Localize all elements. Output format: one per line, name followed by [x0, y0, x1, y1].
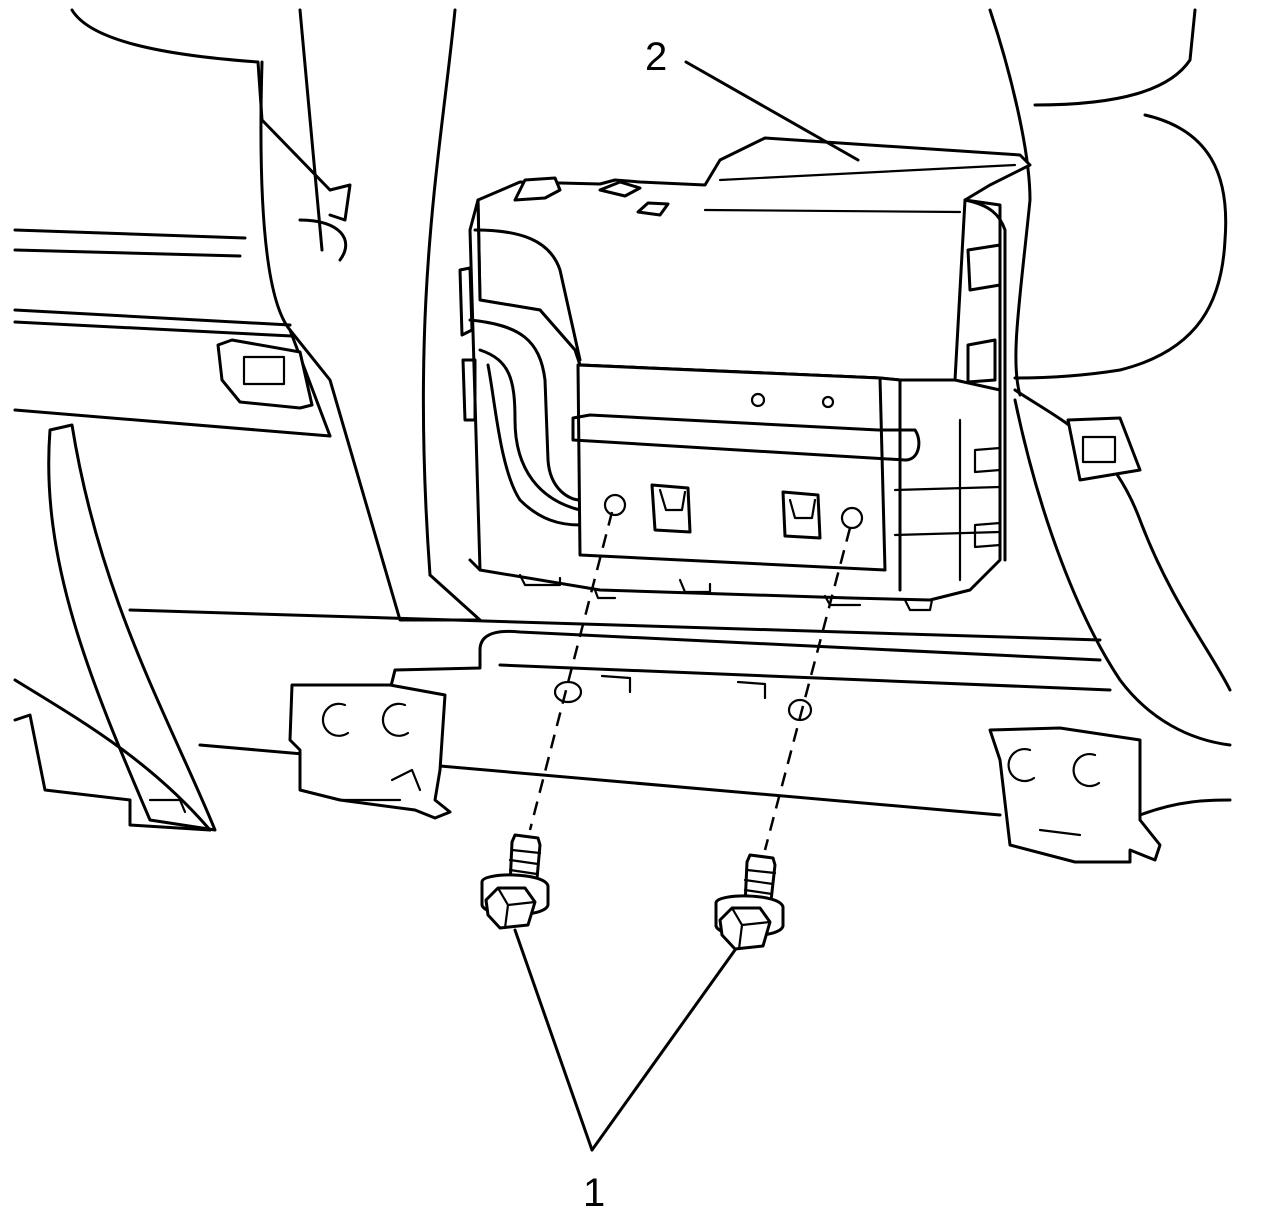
leader-line-bolt-right [590, 948, 737, 1152]
callout-fastener-label: 1 [583, 1171, 605, 1214]
control-module [458, 136, 1032, 612]
leader-lines [513, 60, 860, 1152]
trim-panel-left [13, 423, 217, 832]
floor-rail [128, 608, 1112, 817]
bracket-left [288, 683, 452, 820]
leader-line-bolt-left [513, 928, 594, 1152]
leader-line-module [684, 60, 860, 162]
dashed-alignment-lines [528, 511, 852, 851]
callout-module-label: 2 [645, 35, 667, 79]
pillar-right [988, 8, 1232, 817]
bolt-right [714, 853, 785, 951]
bracket-right [988, 726, 1162, 864]
rail-mounting-holes [553, 674, 813, 722]
bolt-left [480, 833, 550, 930]
pillar-left [70, 8, 482, 622]
dash-panel-left [13, 228, 332, 438]
